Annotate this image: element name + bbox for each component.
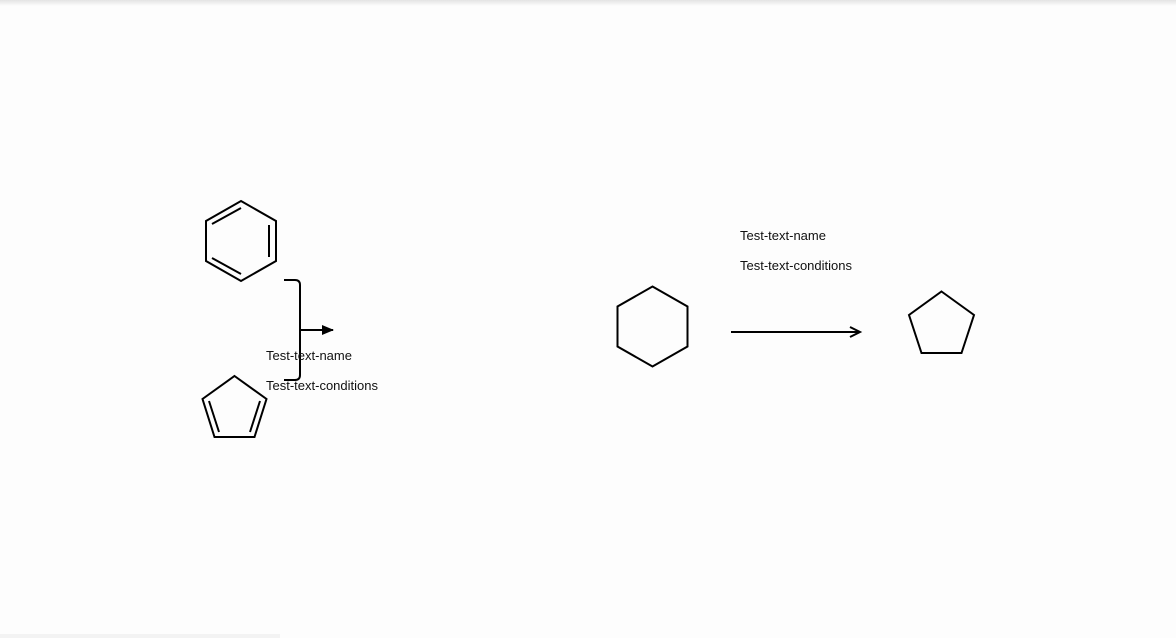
bottom-edge (0, 634, 280, 638)
top-shadow (0, 0, 1176, 6)
cyclopentane-icon[interactable] (907, 290, 976, 354)
left-reaction-conditions: Test-text-conditions (266, 378, 378, 393)
cyclopentadiene-icon[interactable] (201, 374, 268, 438)
benzene-icon[interactable] (205, 199, 277, 283)
reaction-bracket (284, 279, 301, 381)
left-reaction-name: Test-text-name (266, 348, 352, 363)
cyclohexane-icon[interactable] (616, 285, 689, 368)
right-reaction-name: Test-text-name (740, 228, 826, 243)
right-reaction-conditions: Test-text-conditions (740, 258, 852, 273)
open-arrow-icon[interactable] (731, 326, 863, 338)
